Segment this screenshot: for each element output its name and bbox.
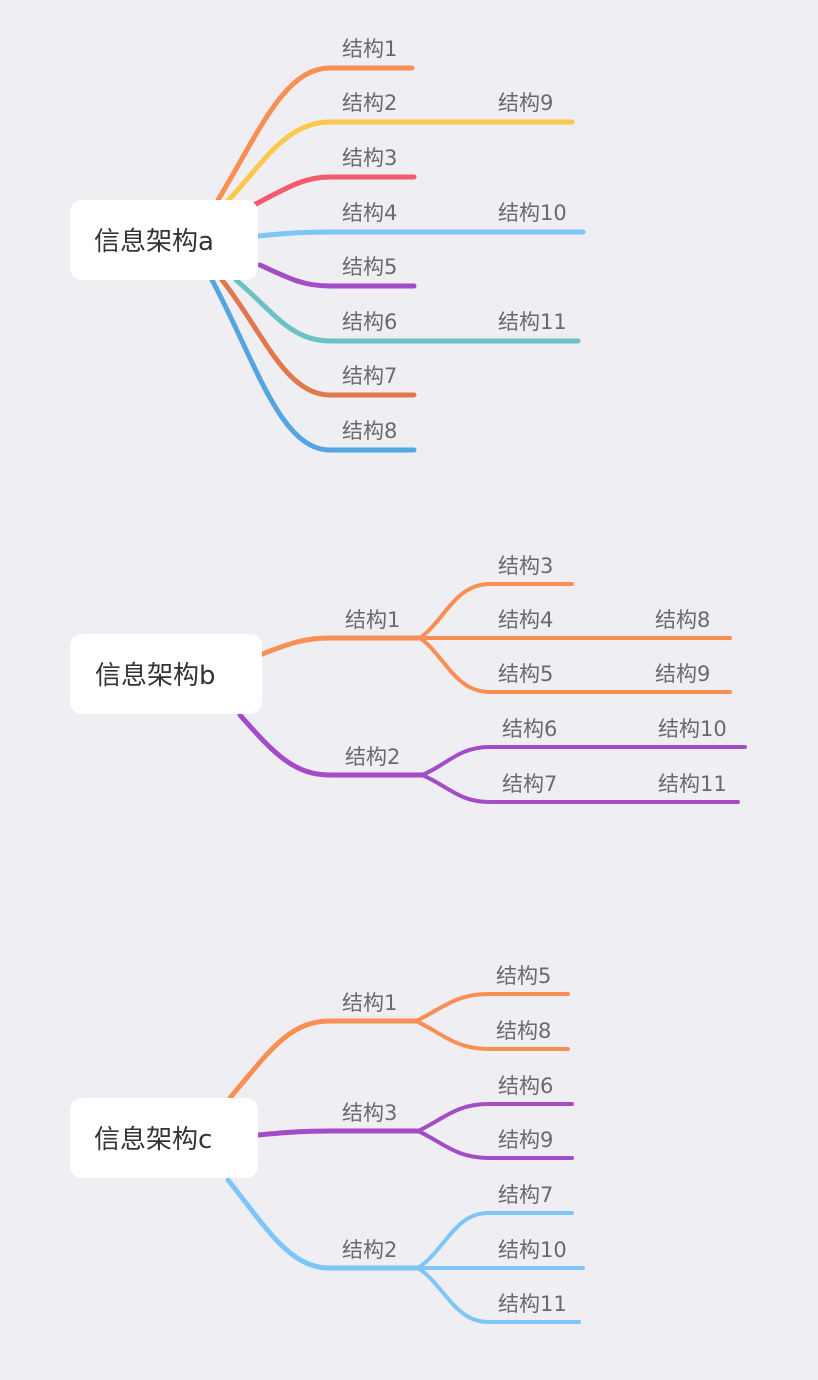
map-b-labels: 结构1 结构3 结构4 结构8 结构5 结构9 结构2 结构6 结构10 结构7… bbox=[345, 554, 727, 796]
map-a-root[interactable]: 信息架构a bbox=[70, 200, 258, 280]
map-a-node-3[interactable]: 结构3 bbox=[342, 146, 397, 170]
map-c-node-2[interactable]: 结构2 bbox=[342, 1238, 397, 1262]
map-b-branch-5-line bbox=[418, 636, 732, 694]
map-c-node-3[interactable]: 结构3 bbox=[342, 1101, 397, 1125]
map-a-branch-4-line bbox=[255, 229, 586, 239]
map-c-branches bbox=[225, 992, 585, 1324]
map-a-branch-7-line bbox=[219, 277, 417, 398]
map-b-node-6[interactable]: 结构6 bbox=[502, 717, 557, 741]
map-c-branch-11-line bbox=[416, 1266, 581, 1324]
map-b-branches bbox=[237, 582, 747, 804]
map-c-branch-1-line bbox=[227, 1018, 419, 1101]
map-a-node-4[interactable]: 结构4 bbox=[342, 201, 397, 225]
map-a-node-7[interactable]: 结构7 bbox=[342, 364, 397, 388]
map-c-root[interactable]: 信息架构c bbox=[70, 1098, 258, 1178]
map-c-node-8[interactable]: 结构8 bbox=[496, 1019, 551, 1043]
map-c-branch-9-line bbox=[416, 1129, 574, 1160]
map-c-node-11[interactable]: 结构11 bbox=[498, 1292, 567, 1316]
map-b-root-label: 信息架构b bbox=[95, 661, 216, 691]
map-b-node-7[interactable]: 结构7 bbox=[502, 772, 557, 796]
map-b-node-2[interactable]: 结构2 bbox=[345, 745, 400, 769]
map-a-node-1[interactable]: 结构1 bbox=[342, 37, 397, 61]
map-a-branch-2-line bbox=[223, 119, 575, 206]
map-b-branch-7-line bbox=[420, 773, 740, 804]
map-b-node-9[interactable]: 结构9 bbox=[655, 662, 710, 686]
map-c-node-7[interactable]: 结构7 bbox=[498, 1183, 553, 1207]
map-a-node-9[interactable]: 结构9 bbox=[498, 91, 553, 115]
map-b-node-11[interactable]: 结构11 bbox=[658, 772, 727, 796]
map-c-node-5[interactable]: 结构5 bbox=[496, 964, 551, 988]
map-a-node-8[interactable]: 结构8 bbox=[342, 419, 397, 443]
map-a-node-11[interactable]: 结构11 bbox=[498, 310, 567, 334]
map-a-branch-8-line bbox=[209, 277, 417, 453]
mind-map-a: 信息架构a 结构1 结构2 结构9 结构3 结构4 结构10 结构5 结构6 结… bbox=[70, 37, 586, 453]
map-a-branch-6-line bbox=[233, 277, 581, 344]
map-a-node-10[interactable]: 结构10 bbox=[498, 201, 567, 225]
map-b-node-5[interactable]: 结构5 bbox=[498, 662, 553, 686]
map-c-root-label: 信息架构c bbox=[94, 1125, 212, 1155]
map-c-branch-6-line bbox=[416, 1102, 574, 1133]
map-b-root-box bbox=[70, 634, 262, 714]
map-b-branch-2-line bbox=[237, 712, 425, 778]
map-a-root-box bbox=[70, 200, 258, 280]
map-a-branch-3-line bbox=[251, 174, 417, 208]
map-c-branch-8-line bbox=[414, 1019, 570, 1051]
map-a-branches bbox=[209, 65, 586, 453]
map-a-node-6[interactable]: 结构6 bbox=[342, 310, 397, 334]
map-b-node-3[interactable]: 结构3 bbox=[498, 554, 553, 578]
map-b-node-8[interactable]: 结构8 bbox=[655, 608, 710, 632]
map-b-branch-1-line bbox=[257, 635, 423, 658]
map-a-branch-5-line bbox=[257, 262, 417, 289]
map-b-node-1[interactable]: 结构1 bbox=[345, 608, 400, 632]
map-c-node-9[interactable]: 结构9 bbox=[498, 1128, 553, 1152]
map-b-root[interactable]: 信息架构b bbox=[70, 634, 262, 714]
map-c-node-6[interactable]: 结构6 bbox=[498, 1074, 553, 1098]
map-a-node-5[interactable]: 结构5 bbox=[342, 255, 397, 279]
map-b-branch-3-line bbox=[418, 582, 574, 640]
mind-map-b: 信息架构b 结构1 结构3 结构4 结构8 结构5 结构9 结构2 结构6 结构… bbox=[70, 554, 747, 804]
map-c-node-10[interactable]: 结构10 bbox=[498, 1238, 567, 1262]
map-b-branch-6-line bbox=[420, 745, 747, 777]
map-c-branch-5-line bbox=[414, 992, 570, 1023]
map-c-branch-3-line bbox=[255, 1128, 421, 1138]
map-c-labels: 结构1 结构5 结构8 结构3 结构6 结构9 结构2 结构7 结构10 结构1… bbox=[342, 964, 567, 1316]
map-a-node-2[interactable]: 结构2 bbox=[342, 91, 397, 115]
map-a-labels: 结构1 结构2 结构9 结构3 结构4 结构10 结构5 结构6 结构11 结构… bbox=[342, 37, 567, 443]
map-a-branch-1-line bbox=[215, 65, 415, 203]
map-c-branch-2-line bbox=[225, 1177, 421, 1271]
map-b-node-10[interactable]: 结构10 bbox=[658, 717, 727, 741]
map-c-root-box bbox=[70, 1098, 258, 1178]
map-c-node-1[interactable]: 结构1 bbox=[342, 991, 397, 1015]
map-c-branch-7-line bbox=[416, 1211, 574, 1270]
mind-map-c: 信息架构c 结构1 结构5 结构8 结构3 结构6 结构9 结构2 结构7 结构… bbox=[70, 964, 585, 1324]
map-a-root-label: 信息架构a bbox=[94, 227, 214, 257]
map-b-node-4[interactable]: 结构4 bbox=[498, 608, 553, 632]
